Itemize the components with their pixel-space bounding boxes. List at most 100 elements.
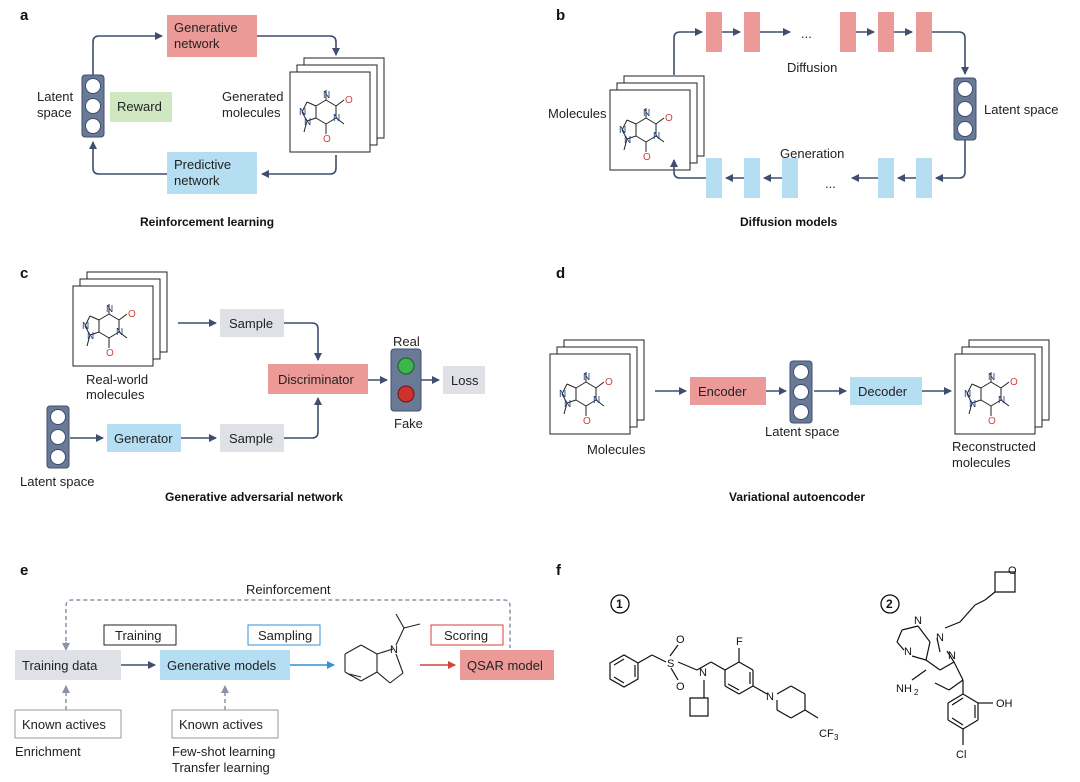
compound-1-number: 1 (616, 597, 623, 611)
known-actives-label-1: Known actives (22, 717, 106, 732)
transfer-learning-label: Transfer learning (172, 760, 270, 775)
compound-2-atom-n: N (936, 632, 944, 644)
caption-diffusion-models: Diffusion models (740, 215, 838, 229)
latent-space-label: Latent space (984, 102, 1058, 117)
compound-2-atom-n: N (904, 646, 912, 658)
caption-gan: Generative adversarial network (165, 490, 343, 504)
known-actives-box-1 (14, 709, 122, 739)
indoline-molecule (344, 613, 421, 684)
panel-b: b Molecules ... Diffusion ... Generation… (548, 7, 1058, 229)
sampling-tag (247, 624, 321, 646)
compound-1-atom-n: N (766, 691, 774, 703)
real-world-molecules-label: Real-world (86, 372, 148, 387)
arrow-molecules-to-predictive (261, 155, 337, 178)
panel-letter-c: c (20, 265, 28, 282)
training-data-label: Training data (22, 658, 98, 673)
qsar-model-label: QSAR model (467, 658, 543, 673)
compound-1-atom-o: O (676, 634, 685, 646)
panel-d: d Molecules Encoder Latent space Decoder… (550, 265, 1049, 504)
compound-2-badge (880, 594, 900, 614)
compound-1-atom-f: F (736, 636, 743, 648)
compound-1-cf3: CF (819, 728, 834, 740)
generation-layers (706, 158, 932, 198)
input-molecules-stack (550, 340, 644, 434)
predictive-network-label: Predictive (174, 157, 231, 172)
latent-space-label: Latent (37, 89, 74, 104)
compound-1-atom-n: N (699, 667, 707, 679)
latent-space-label: Latent space (20, 474, 94, 489)
reconstructed-molecules-label: Reconstructed (952, 439, 1036, 454)
loss-label: Loss (451, 373, 479, 388)
molecules-stack (610, 76, 704, 170)
latent-space-icon (789, 360, 813, 424)
latent-space-icon (46, 405, 70, 469)
fake-label: Fake (394, 416, 423, 431)
panel-a: a Generative network Predictive network … (20, 7, 384, 229)
arrow-generation-to-molecules (670, 159, 706, 179)
generator-box (107, 424, 181, 452)
discriminator-box (268, 364, 368, 394)
generative-network-label: Generative (174, 20, 238, 35)
compound-2-nh2: NH (896, 683, 912, 695)
encoder-label: Encoder (698, 384, 747, 399)
panel-e: e Reinforcement Training Sampling Scorin… (14, 562, 554, 775)
arrow-diffusion-to-latent (932, 31, 969, 75)
panel-letter-e: e (20, 562, 28, 579)
reward-label: Reward (117, 99, 162, 114)
latent-space-label: space (37, 105, 72, 120)
molecules-label: Molecules (548, 106, 607, 121)
panel-f: f 1 (556, 562, 1017, 761)
arrow-generative-to-molecules (257, 35, 340, 56)
indoline-atom-n: N (390, 644, 398, 656)
diffusion-ellipsis: ... (801, 26, 812, 41)
caption-reinforcement-learning: Reinforcement learning (140, 215, 274, 229)
sample-top-box (220, 309, 284, 337)
few-shot-label: Few-shot learning (172, 744, 275, 759)
decoder-label: Decoder (858, 384, 908, 399)
sample-bottom-box (220, 424, 284, 452)
reconstructed-molecules-label: molecules (952, 455, 1011, 470)
compound-2-cl: Cl (956, 749, 966, 761)
fake-signal-icon (397, 385, 415, 403)
generator-label: Generator (114, 431, 173, 446)
latent-space-label: Latent space (765, 424, 839, 439)
compound-2-atom-n: N (914, 615, 922, 627)
encoder-box (690, 377, 766, 405)
decoder-box (850, 377, 922, 405)
reinforcement-label: Reinforcement (246, 582, 331, 597)
sample-top-label: Sample (229, 316, 273, 331)
predictive-network-box (167, 152, 257, 194)
compound-2-number: 2 (886, 597, 893, 611)
real-label: Real (393, 334, 420, 349)
compound-1-cf3-subscript: 3 (834, 733, 839, 742)
compound-2-nh2-subscript: 2 (914, 688, 919, 697)
molecules-label: Molecules (587, 442, 646, 457)
generated-molecules-stack (290, 58, 384, 152)
predictive-network-label: network (174, 173, 220, 188)
panel-letter-b: b (556, 7, 565, 24)
generative-network-box (167, 15, 257, 57)
reward-box (110, 92, 172, 122)
generation-label: Generation (780, 146, 844, 161)
qsar-model-box (460, 650, 554, 680)
scoring-tag-label: Scoring (444, 628, 488, 643)
latent-space-icon (953, 77, 977, 141)
enrichment-label: Enrichment (15, 744, 81, 759)
generative-network-label: network (174, 36, 220, 51)
compound-2-oh: OH (996, 698, 1013, 710)
diffusion-layers (706, 12, 932, 52)
panel-letter-f: f (556, 562, 562, 579)
compound-1-atom-s: S (667, 658, 674, 670)
known-actives-box-2 (171, 709, 279, 739)
arrow-sample-to-discriminator (284, 397, 322, 439)
generative-models-label: Generative models (167, 658, 277, 673)
diffusion-label: Diffusion (787, 60, 837, 75)
reinforcement-loop-path (65, 599, 511, 648)
compound-2-structure (896, 571, 1016, 745)
training-tag-label: Training (115, 628, 161, 643)
loss-box (443, 366, 485, 394)
sample-bottom-label: Sample (229, 431, 273, 446)
training-tag (103, 624, 177, 646)
arrow-sample-to-discriminator (284, 322, 322, 361)
real-world-molecules-stack (73, 272, 167, 366)
